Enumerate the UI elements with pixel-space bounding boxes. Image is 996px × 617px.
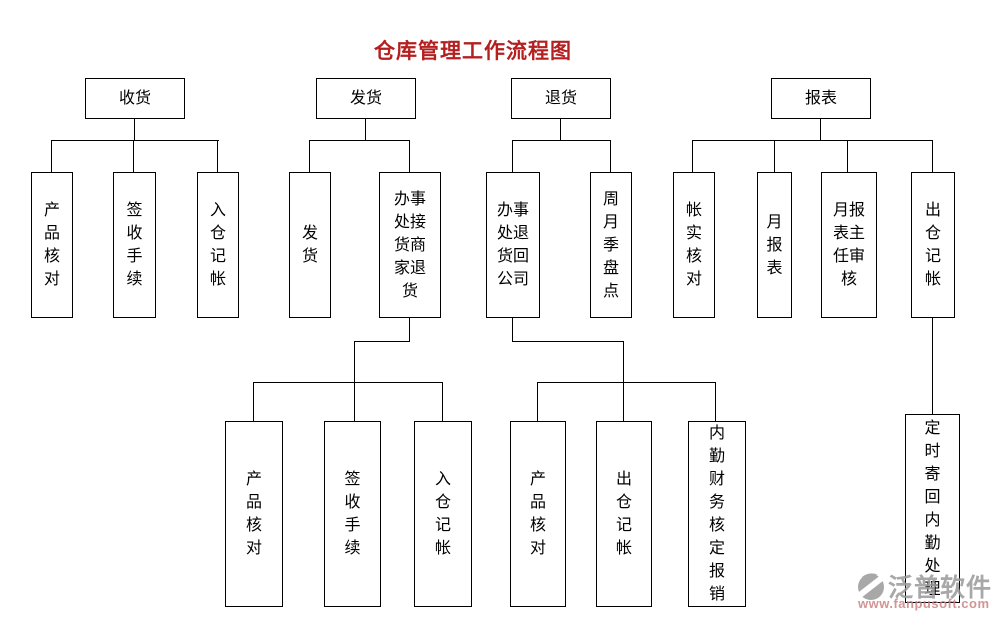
connector-line: [560, 118, 561, 141]
node-label: 入仓 记帐: [434, 471, 468, 557]
node-label: 出仓 记帐: [615, 471, 649, 557]
node-label: 产品核对: [43, 202, 60, 288]
node-returns: 退货: [511, 78, 611, 119]
connector-line: [253, 382, 443, 383]
node-label: 定时寄回内勤处理: [924, 419, 941, 598]
connector-line: [610, 140, 611, 172]
connector-line: [847, 140, 848, 172]
connector-line: [409, 140, 410, 172]
node-label: 办事处接货商家退货: [393, 190, 426, 300]
connector-line: [134, 118, 135, 141]
node-product-check-1: 产品核对: [31, 172, 73, 318]
node-office-return-to-company: 办事处退货回公司: [486, 172, 540, 318]
connector-line: [623, 341, 624, 422]
connector-line: [512, 140, 513, 172]
node-ship-goods: 发 货: [289, 172, 331, 318]
connector-line: [774, 140, 775, 172]
node-label: 帐实核对: [685, 202, 702, 288]
node-product-check-2: 产品核对: [225, 421, 283, 607]
connector-line: [512, 341, 624, 342]
node-shipping: 发货: [316, 78, 416, 119]
watermark-url: www.fanpusoft.com: [858, 596, 990, 611]
node-label: 退货: [544, 90, 577, 107]
connector-line: [512, 140, 611, 141]
watermark-brand: 泛普软件: [888, 574, 993, 602]
connector-line: [932, 317, 933, 414]
node-office-pickup-merchant-return: 办事处接货商家退货: [379, 172, 441, 318]
node-label: 签收手续: [344, 471, 361, 557]
node-label: 内勤财务核定报销: [708, 425, 725, 603]
page-title: 仓库管理工作流程图: [374, 40, 572, 63]
watermark: 泛普软件 www.fanpusoft.com: [852, 568, 996, 614]
node-finance-approve-reimburse: 内勤财务核定报销: [688, 421, 746, 607]
node-report-director-review: 月报表主任审核: [821, 172, 877, 318]
connector-line: [537, 382, 538, 421]
node-send-back-office: 定时寄回内勤处理: [905, 414, 960, 603]
node-label: 报表: [804, 90, 837, 107]
connector-line: [253, 382, 254, 421]
connector-line: [715, 382, 716, 421]
node-label: 月报表主任审核: [832, 202, 865, 288]
connector-line: [133, 140, 134, 172]
connector-line: [365, 118, 366, 141]
node-label: 签收手续: [126, 202, 143, 288]
node-reports: 报表: [771, 78, 871, 119]
connector-line: [692, 140, 933, 141]
connector-line: [820, 118, 821, 141]
connector-line: [537, 382, 716, 383]
connector-line: [409, 317, 410, 342]
node-label: 发货: [349, 90, 382, 107]
connector-line: [932, 140, 933, 172]
node-label: 周月季盘点: [602, 190, 619, 300]
node-label: 办事处退货回公司: [496, 202, 529, 288]
node-warehouse-out-booking-1: 出仓 记帐: [911, 172, 955, 318]
node-receiving: 收货: [85, 78, 185, 119]
node-monthly-report: 月报表: [757, 172, 792, 318]
node-label: 收货: [118, 90, 151, 107]
connector-line: [512, 317, 513, 342]
connector-line: [51, 140, 52, 172]
node-account-physical-check: 帐实核对: [673, 172, 715, 318]
node-periodic-stocktake: 周月季盘点: [590, 172, 632, 318]
connector-line: [309, 140, 310, 172]
connector-line: [442, 382, 443, 421]
node-warehouse-out-booking-2: 出仓 记帐: [596, 421, 652, 607]
node-sign-procedure-2: 签收手续: [324, 421, 381, 607]
connector-line: [309, 140, 410, 141]
node-label: 发 货: [301, 225, 351, 265]
node-sign-procedure-1: 签收手续: [113, 172, 156, 318]
connector-line: [692, 140, 693, 172]
node-label: 产品核对: [529, 471, 546, 557]
connector-line: [51, 140, 219, 141]
node-label: 入仓 记帐: [209, 202, 243, 288]
node-warehouse-in-booking-1: 入仓 记帐: [197, 172, 239, 318]
node-label: 产品核对: [245, 471, 262, 557]
node-label: 出仓 记帐: [924, 202, 958, 288]
fanpu-logo-icon: [852, 571, 890, 606]
node-label: 月报表: [766, 213, 783, 277]
node-warehouse-in-booking-2: 入仓 记帐: [414, 421, 472, 607]
connector-line: [354, 341, 410, 342]
connector-line: [354, 341, 355, 422]
connector-line: [217, 140, 218, 172]
node-product-check-3: 产品核对: [510, 421, 566, 607]
